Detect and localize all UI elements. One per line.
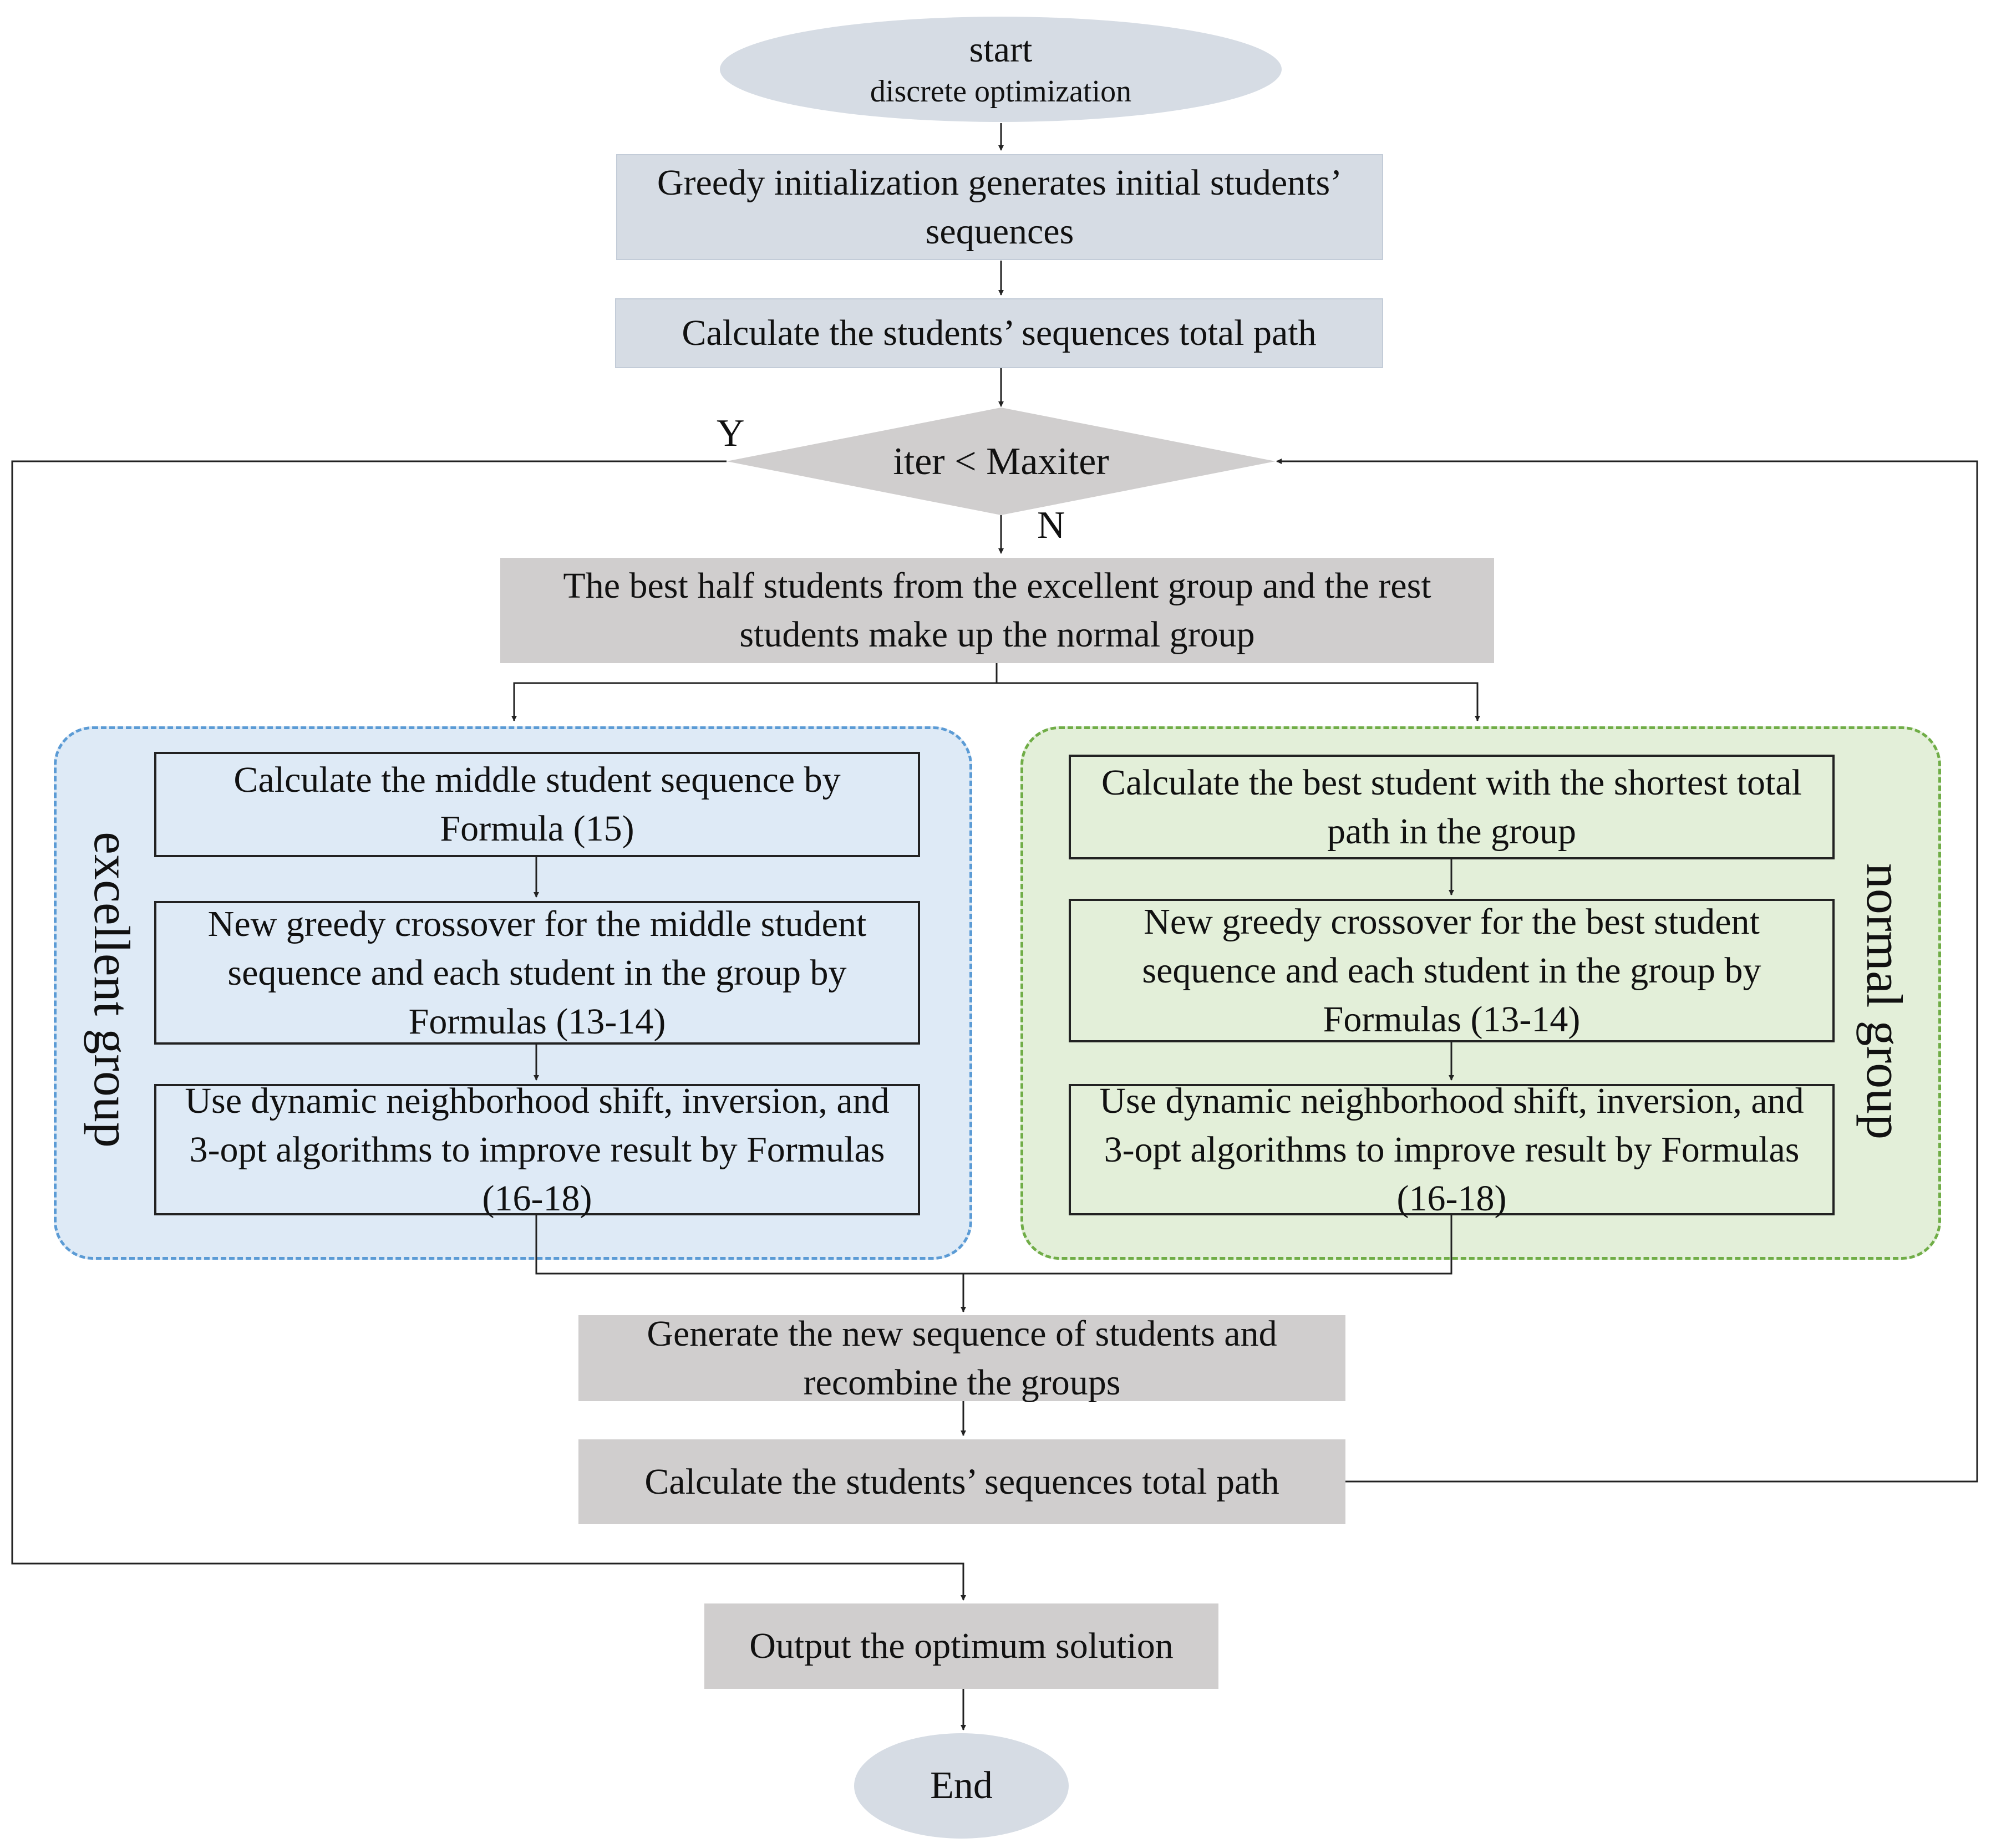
loop-back-arrow bbox=[1276, 459, 1978, 1483]
split-groups-box: The best half students from the excellen… bbox=[500, 558, 1494, 663]
excellent-group-label: excellent group bbox=[84, 832, 140, 1148]
decision-diamond bbox=[727, 408, 1276, 515]
generate-sequence-box: Generate the new sequence of students an… bbox=[578, 1314, 1345, 1403]
arrow-split-to-normal bbox=[997, 682, 1480, 721]
yes-label: Y bbox=[717, 412, 745, 455]
excellent-step-middle-sequence: Calculate the middle student sequence by… bbox=[154, 752, 920, 857]
normal-group-label: normal group bbox=[1856, 863, 1913, 1140]
output-solution-box: Output the optimum solution bbox=[704, 1603, 1218, 1689]
arrow-split-to-excellent bbox=[511, 663, 998, 721]
calc-total-path-box-2: Calculate the students’ sequences total … bbox=[578, 1439, 1345, 1524]
normal-step-greedy-crossover: New greedy crossover for the best studen… bbox=[1069, 899, 1835, 1042]
excellent-step-greedy-crossover: New greedy crossover for the middle stud… bbox=[154, 901, 920, 1045]
start-subtitle: discrete optimization bbox=[870, 74, 1132, 109]
normal-step-neighborhood-search: Use dynamic neighborhood shift, inversio… bbox=[1069, 1081, 1835, 1219]
start-title: start bbox=[969, 29, 1033, 70]
start-node: start discrete optimization bbox=[720, 17, 1282, 122]
no-label: N bbox=[1037, 504, 1065, 547]
end-node: End bbox=[854, 1733, 1069, 1839]
excellent-group-container bbox=[54, 726, 972, 1260]
calc-total-path-box-1: Calculate the students’ sequences total … bbox=[615, 298, 1383, 368]
normal-group-container bbox=[1020, 726, 1941, 1260]
merge-excellent-line bbox=[535, 1215, 1452, 1275]
decision-label: iter < Maxiter bbox=[893, 440, 1109, 483]
greedy-init-box: Greedy initialization generates initial … bbox=[616, 154, 1383, 260]
arrow-decision-yes-to-output bbox=[11, 460, 966, 1601]
excellent-step-neighborhood-search: Use dynamic neighborhood shift, inversio… bbox=[154, 1081, 920, 1219]
normal-step-best-student: Calculate the best student with the shor… bbox=[1069, 755, 1835, 859]
